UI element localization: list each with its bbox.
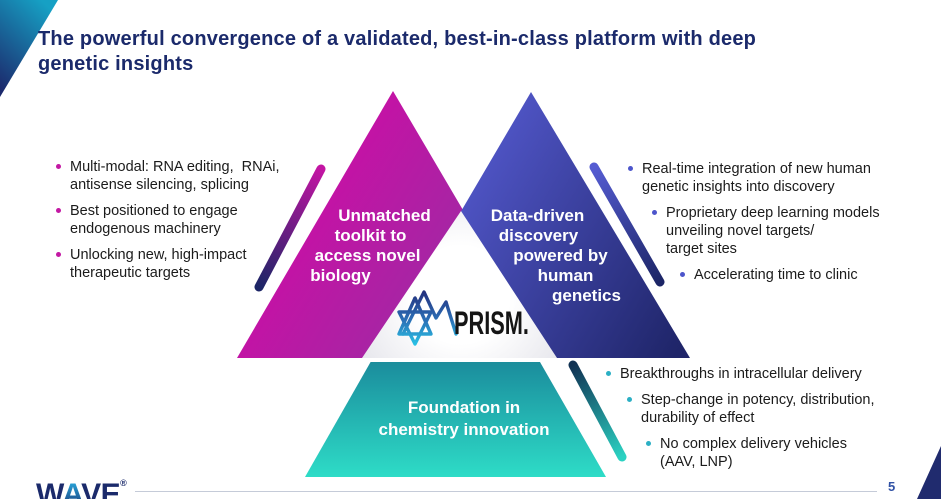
bullet-dot-icon [56, 252, 61, 257]
bullet-line: Breakthroughs in intracellular delivery [620, 366, 862, 382]
list-item: No complex delivery vehicles (AAV, LNP) [646, 435, 875, 471]
label-line: biology [310, 266, 371, 285]
bullet-line: genetic insights into discovery [642, 179, 835, 195]
wave-logo-letter: W [36, 478, 63, 499]
bullet-line: unveiling novel targets/ [666, 223, 815, 239]
prism-logo-mark [397, 290, 458, 346]
wave-logo-letter: VE [81, 478, 121, 499]
bullet-line: endogenous machinery [70, 221, 221, 237]
bullet-line: Step-change in potency, distribution, [641, 392, 875, 408]
right-bullet-list: Real-time integration of new human genet… [628, 160, 880, 292]
corner-accent-bottom-right [917, 446, 941, 499]
triangle-gap-band [220, 358, 720, 362]
list-item: Best positioned to engage endogenous mac… [56, 202, 280, 238]
bullet-line: No complex delivery vehicles [660, 436, 847, 452]
triangle-right-label: Data-driven discovery powered by human g… [473, 206, 621, 306]
swoosh-right-icon [589, 162, 665, 287]
bullet-dot-icon [680, 272, 685, 277]
list-item: Proprietary deep learning models unveili… [652, 204, 880, 258]
page-number: 5 [888, 479, 896, 494]
bullet-line: Accelerating time to clinic [694, 267, 858, 283]
bullet-dot-icon [606, 371, 611, 376]
footer-divider [135, 491, 877, 492]
bullet-line: Unlocking new, high-impact [70, 247, 247, 263]
left-bullet-list: Multi-modal: RNA editing, RNAi, antisens… [56, 158, 280, 290]
label-line: human [537, 266, 594, 285]
bullet-dot-icon [56, 208, 61, 213]
label-line: Unmatched [338, 206, 431, 225]
list-item: Step-change in potency, distribution, du… [627, 391, 875, 427]
swoosh-bottom-icon [568, 360, 627, 462]
triangle-left-label: Unmatched toolkit to access novel biolog… [285, 206, 450, 286]
bullet-line: Best positioned to engage [70, 203, 238, 219]
bullet-line: therapeutic targets [70, 265, 191, 281]
list-item: Unlocking new, high-impact therapeutic t… [56, 246, 280, 282]
page-title: The powerful convergence of a validated,… [38, 27, 898, 77]
bullet-line: antisense silencing, splicing [70, 177, 249, 193]
list-item: Multi-modal: RNA editing, RNAi, antisens… [56, 158, 280, 194]
bullet-dot-icon [56, 164, 61, 169]
triangle-bottom-label: Foundation in chemistry innovation [354, 397, 574, 441]
bullet-line: (AAV, LNP) [660, 454, 733, 470]
registered-mark-icon: ® [120, 478, 127, 488]
bullet-dot-icon [627, 397, 632, 402]
label-line: access novel [314, 246, 421, 265]
bottom-bullet-list: Breakthroughs in intracellular delivery … [606, 365, 875, 479]
label-line: Data-driven [490, 206, 585, 225]
bullet-line: Proprietary deep learning models [666, 205, 880, 221]
label-line: genetics [552, 286, 621, 305]
title-line: genetic insights [38, 53, 194, 75]
bullet-dot-icon [646, 441, 651, 446]
bullet-line: durability of effect [641, 410, 755, 426]
bullet-dot-icon [652, 210, 657, 215]
wave-logo-letter: A [62, 478, 81, 499]
wave-logo: WAVE® [36, 478, 127, 499]
bullet-line: Multi-modal: RNA editing, RNAi, [70, 159, 280, 175]
prism-logo-text: PRISM. [454, 305, 529, 341]
bullet-dot-icon [628, 166, 633, 171]
bullet-line: target sites [666, 241, 737, 257]
label-line: toolkit to [334, 226, 407, 245]
swoosh-left-icon [254, 164, 326, 292]
label-line: discovery [498, 226, 579, 245]
bullet-line: Real-time integration of new human [642, 161, 871, 177]
label-line: powered by [513, 246, 608, 265]
list-item: Real-time integration of new human genet… [628, 160, 880, 196]
list-item: Breakthroughs in intracellular delivery [606, 365, 875, 383]
label-line: chemistry innovation [378, 420, 550, 439]
corner-accent-top-left [0, 0, 58, 97]
label-line: Foundation in [407, 398, 521, 417]
title-line: The powerful convergence of a validated,… [38, 28, 757, 50]
list-item: Accelerating time to clinic [680, 266, 880, 284]
